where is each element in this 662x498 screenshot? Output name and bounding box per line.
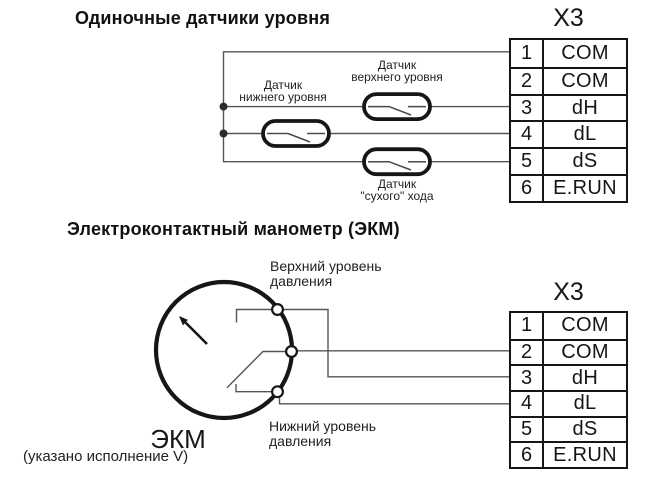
switch-lower-level-sensor xyxy=(261,119,331,148)
terminal-label: E.RUN xyxy=(553,443,617,466)
terminal-number: 3 xyxy=(511,95,544,121)
lower-level-sensor-label-line2: нижнего уровня xyxy=(239,90,327,105)
lower-fixed-contact xyxy=(235,384,278,393)
wire-dl-bottom xyxy=(278,392,509,405)
upper-pressure-level-label-line1: Верхний уровень xyxy=(270,258,382,274)
gauge-needle-icon xyxy=(179,316,208,345)
junction-dot xyxy=(219,102,228,111)
terminal-row: 3 dH xyxy=(511,93,626,121)
gauge-label-ekm: ЭКМ xyxy=(150,424,206,454)
terminal-label: dH xyxy=(571,96,599,119)
dry-run-sensor-label-line1: Датчик xyxy=(377,177,417,191)
terminal-row: 2 COM xyxy=(511,66,626,94)
dry-run-sensor-label: Датчик "сухого" хода xyxy=(317,178,477,203)
upper-pressure-level-label: Верхний уровень давления xyxy=(270,259,382,289)
terminal-number: 2 xyxy=(511,68,544,94)
terminal-label: COM xyxy=(561,340,609,363)
terminal-label: dH xyxy=(571,366,599,389)
terminal-number: 2 xyxy=(511,340,544,365)
terminal-label: COM xyxy=(561,314,609,337)
needle-contact-lever xyxy=(226,350,292,389)
connector-x3-title-top: X3 xyxy=(553,4,584,32)
lower-level-sensor-label: Датчик нижнего уровня xyxy=(203,79,363,104)
terminal-row: 1 COM xyxy=(511,313,626,339)
terminal-number: 6 xyxy=(511,443,544,468)
switch-upper-level-sensor xyxy=(362,92,432,121)
terminal-row: 5 dS xyxy=(511,415,626,442)
terminal-label: dL xyxy=(573,123,597,146)
switch-dry-run-sensor xyxy=(362,147,432,177)
terminal-block-x3-top: 1 COM 2 COM 3 dH 4 dL 5 dS 6 E.RUN xyxy=(509,38,628,204)
terminal-block-x3-bottom: 1 COM 2 COM 3 dH 4 dL 5 dS 6 E.RUN xyxy=(509,311,628,470)
lower-pressure-level-label-line2: давления xyxy=(269,433,332,449)
terminal-row: 1 COM xyxy=(511,40,626,67)
terminal-number: 6 xyxy=(511,176,544,202)
terminal-number: 4 xyxy=(511,391,544,416)
lower-level-sensor-label-line1: Датчик xyxy=(263,78,303,92)
upper-fixed-contact xyxy=(235,308,278,323)
connector-x3-title-bottom: X3 xyxy=(553,278,584,306)
contact-upper-pressure xyxy=(271,303,285,317)
terminal-row: 5 dS xyxy=(511,147,626,175)
terminal-label: COM xyxy=(561,69,609,92)
junction-dot xyxy=(219,129,228,138)
dry-run-sensor-label-line2: "сухого" хода xyxy=(360,189,434,204)
terminal-label: E.RUN xyxy=(553,177,617,200)
gauge-circle xyxy=(153,279,295,421)
terminal-row: 3 dH xyxy=(511,364,626,390)
terminal-row: 6 E.RUN xyxy=(511,441,626,468)
wire-dh-bottom xyxy=(277,308,509,378)
terminal-label: dL xyxy=(573,392,597,415)
terminal-row: 4 dL xyxy=(511,120,626,148)
top-section-title: Одиночные датчики уровня xyxy=(75,8,331,28)
terminal-number: 1 xyxy=(511,40,544,67)
contact-lower-pressure xyxy=(271,385,285,399)
terminal-number: 4 xyxy=(511,122,544,148)
manometer-wiring xyxy=(226,308,509,405)
terminal-number: 5 xyxy=(511,149,544,175)
contact-common xyxy=(285,345,299,359)
lower-pressure-level-label-line1: Нижний уровень xyxy=(269,418,377,434)
terminal-number: 3 xyxy=(511,366,544,390)
upper-level-sensor-label-line2: верхнего уровня xyxy=(351,70,443,85)
upper-level-sensor-label-line1: Датчик xyxy=(377,58,417,72)
terminal-row: 4 dL xyxy=(511,389,626,416)
terminal-label: dS xyxy=(572,150,598,173)
terminal-label: dS xyxy=(572,418,598,440)
terminal-label: COM xyxy=(561,41,609,64)
lower-pressure-level-label: Нижний уровень давления xyxy=(269,419,376,449)
terminal-number: 1 xyxy=(511,313,544,339)
gauge-version-note: (указано исполнение V) xyxy=(23,448,189,465)
bottom-section-title: Электроконтактный манометр (ЭКМ) xyxy=(67,219,400,239)
terminal-row: 2 COM xyxy=(511,338,626,365)
terminal-number: 5 xyxy=(511,417,544,442)
terminal-row: 6 E.RUN xyxy=(511,174,626,202)
upper-level-sensor-label: Датчик верхнего уровня xyxy=(317,59,477,84)
upper-pressure-level-label-line2: давления xyxy=(270,273,333,289)
